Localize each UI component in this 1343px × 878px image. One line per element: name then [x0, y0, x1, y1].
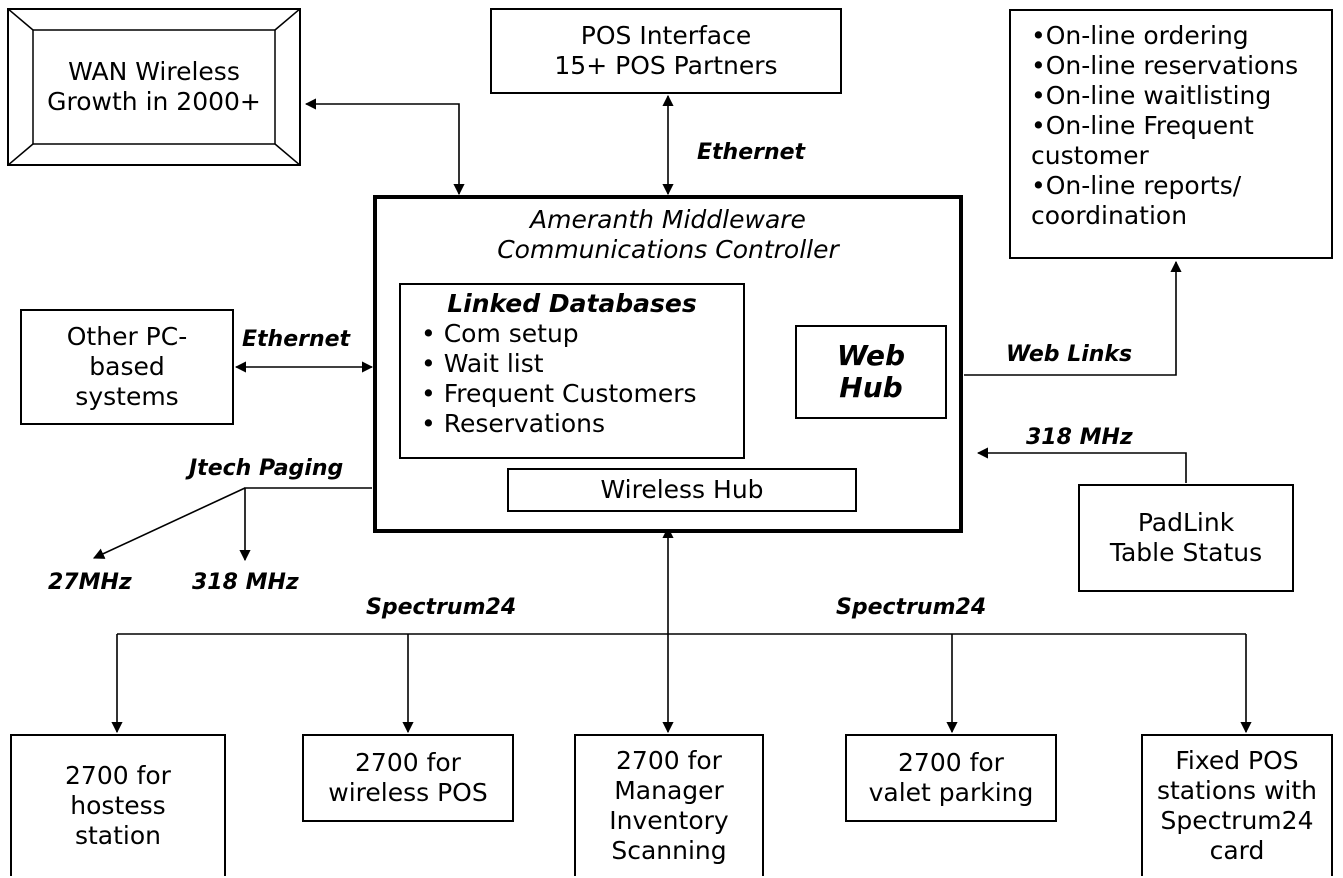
ethernet-left-label: Ethernet — [242, 327, 351, 352]
valet-line-2: valet parking — [868, 778, 1034, 807]
db-item: • Wait list — [421, 349, 544, 378]
fixed-pos-line-2: stations with — [1156, 776, 1318, 805]
wan-line-1: WAN Wireless — [68, 57, 240, 86]
web-hub-box: Web Hub — [795, 325, 947, 419]
hostess-line-3: station — [74, 821, 162, 850]
pos-interface-box: POS Interface 15+ POS Partners — [490, 8, 842, 94]
db-item: • Com setup — [421, 319, 579, 348]
db-item: • Frequent Customers — [421, 379, 697, 408]
padlink-box: PadLink Table Status — [1078, 484, 1294, 592]
wireless-pos-line-2: wireless POS — [328, 778, 488, 807]
wireless-hub-label: Wireless Hub — [600, 475, 764, 504]
other-pc-line-2: based — [89, 352, 165, 381]
paging-27mhz-line — [92, 487, 246, 559]
jtech-paging-line — [239, 487, 372, 562]
wan-link — [304, 98, 465, 196]
fixed-pos-line-4: card — [1209, 836, 1265, 865]
padlink-line — [976, 447, 1187, 483]
middleware-title: Ameranth Middleware Communications Contr… — [377, 205, 959, 265]
online-item: •On-line Frequent — [1031, 111, 1254, 140]
mhz-27-label: 27MHz — [48, 570, 132, 595]
middleware-title-line-2: Communications Controller — [497, 235, 839, 264]
manager-line-1: 2700 for — [616, 746, 722, 775]
bevel-frame — [7, 8, 301, 166]
ethernet-top-label: Ethernet — [697, 140, 806, 165]
manager-line-2: Manager — [614, 776, 724, 805]
linked-databases-title: Linked Databases — [447, 289, 697, 318]
web-links-line — [964, 260, 1182, 376]
manager-line-3: Inventory — [609, 806, 729, 835]
manager-inventory-box: 2700 for Manager Inventory Scanning — [574, 734, 764, 876]
manager-line-4: Scanning — [611, 836, 727, 865]
hostess-line-1: 2700 for — [65, 761, 171, 790]
middleware-controller-box: Ameranth Middleware Communications Contr… — [373, 195, 963, 533]
padlink-line-2: Table Status — [1109, 538, 1263, 567]
online-services-box: •On-line ordering •On-line reservations … — [1009, 9, 1333, 259]
hostess-line-2: hostess — [70, 791, 166, 820]
online-services-list: •On-line ordering •On-line reservations … — [1031, 21, 1331, 231]
db-item: • Reservations — [421, 409, 606, 438]
padlink-line-1: PadLink — [1137, 508, 1235, 537]
pos-interface-line-1: POS Interface — [580, 21, 752, 50]
valet-parking-box: 2700 for valet parking — [845, 734, 1057, 822]
online-item: •On-line reports/ — [1031, 171, 1242, 200]
other-pc-line-1: Other PC- — [66, 322, 188, 351]
mhz-318-left-label: 318 MHz — [192, 570, 299, 595]
jtech-paging-label: Jtech Paging — [189, 456, 344, 481]
web-hub-line-1: Web — [836, 339, 906, 372]
web-hub-line-2: Hub — [839, 371, 903, 404]
mhz-318-right-label: 318 MHz — [1026, 425, 1133, 450]
wan-line-2: Growth in 2000+ — [47, 87, 261, 116]
valet-line-1: 2700 for — [898, 748, 1004, 777]
online-item: coordination — [1031, 201, 1188, 230]
other-pc-line-3: systems — [75, 382, 179, 411]
online-item: •On-line ordering — [1031, 21, 1249, 50]
web-links-label: Web Links — [1006, 342, 1133, 367]
linked-databases-list: • Com setup • Wait list • Frequent Custo… — [421, 319, 743, 439]
wireless-pos-line-1: 2700 for — [355, 748, 461, 777]
wireless-hub-box: Wireless Hub — [507, 468, 857, 512]
fixed-pos-line-3: Spectrum24 — [1160, 806, 1314, 835]
spectrum24-left-label: Spectrum24 — [366, 595, 517, 620]
wireless-pos-box: 2700 for wireless POS — [302, 734, 514, 822]
middleware-title-line-1: Ameranth Middleware — [530, 205, 806, 234]
other-pc-box: Other PC- based systems — [20, 309, 234, 425]
linked-databases-box: Linked Databases • Com setup • Wait list… — [399, 283, 745, 459]
spectrum24-right-label: Spectrum24 — [836, 595, 987, 620]
online-item: •On-line reservations — [1031, 51, 1299, 80]
pos-interface-line-2: 15+ POS Partners — [554, 51, 778, 80]
fixed-pos-line-1: Fixed POS — [1175, 746, 1299, 775]
hostess-station-box: 2700 for hostess station — [10, 734, 226, 876]
fixed-pos-box: Fixed POS stations with Spectrum24 card — [1141, 734, 1333, 876]
wan-wireless-box: WAN Wireless Growth in 2000+ — [7, 8, 301, 166]
online-item: customer — [1031, 141, 1149, 170]
online-item: •On-line waitlisting — [1031, 81, 1272, 110]
